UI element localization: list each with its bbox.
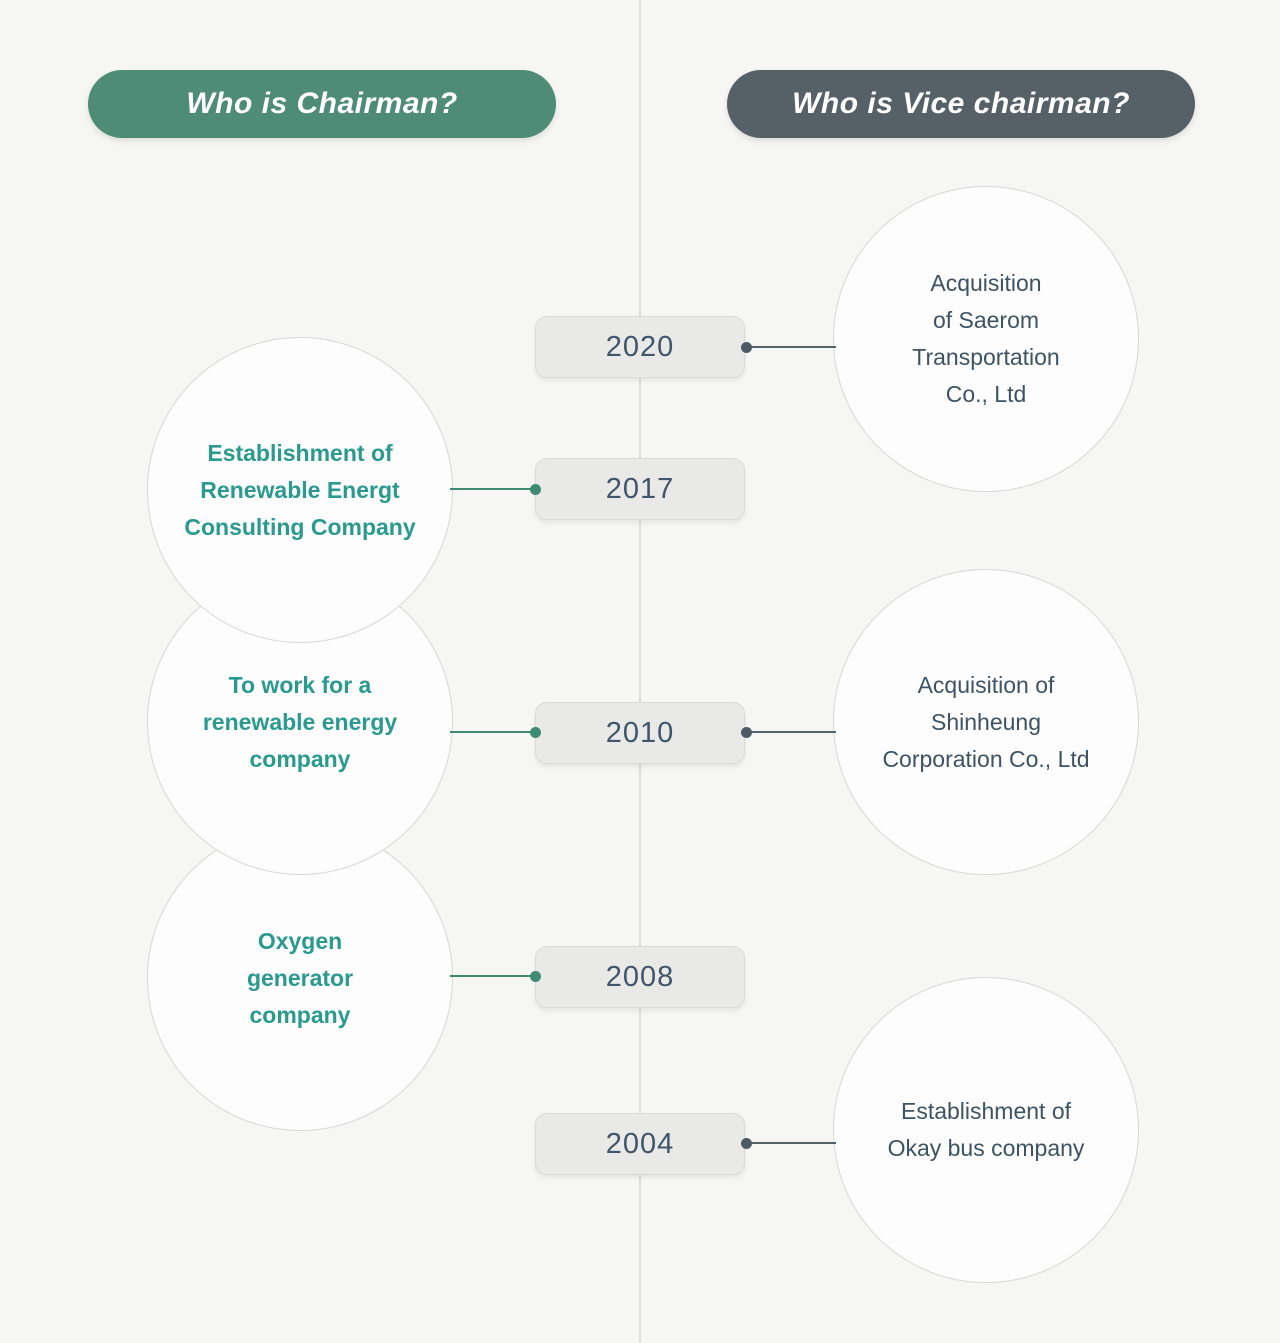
event-text-work-renewable-energy: To work for a renewable energy company: [202, 671, 398, 772]
connector-2017-left: [450, 488, 536, 490]
event-circle-saerom-acquisition: Acquisition of Saerom Transportation Co.…: [833, 186, 1139, 492]
connector-2008-left: [450, 975, 536, 977]
year-box-2020: 2020: [535, 316, 745, 378]
event-text-saerom-acquisition: Acquisition of Saerom Transportation Co.…: [912, 270, 1060, 407]
connector-dot-2017: [530, 484, 541, 495]
year-box-2008: 2008: [535, 946, 745, 1008]
event-circle-okay-bus: Establishment of Okay bus company: [833, 977, 1139, 1283]
year-label-2008: 2008: [605, 960, 675, 993]
vice-chairman-header-label: Who is Vice chairman?: [792, 87, 1130, 120]
timeline-axis: [639, 0, 641, 1343]
event-text-oxygen-generator: Oxygen generator company: [246, 927, 354, 1028]
vice-chairman-header-pill: Who is Vice chairman?: [727, 70, 1195, 138]
connector-dot-2020: [741, 342, 752, 353]
year-label-2017: 2017: [605, 472, 675, 505]
connector-2004-right: [746, 1142, 836, 1144]
event-circle-shinheung-acquisition: Acquisition of Shinheung Corporation Co.…: [833, 569, 1139, 875]
year-box-2004: 2004: [535, 1113, 745, 1175]
event-text-shinheung-acquisition: Acquisition of Shinheung Corporation Co.…: [882, 671, 1090, 772]
connector-dot-2010-left: [530, 727, 541, 738]
event-circle-oxygen-generator: Oxygen generator company: [147, 825, 453, 1131]
chairman-header-pill: Who is Chairman?: [88, 70, 556, 138]
year-box-2017: 2017: [535, 458, 745, 520]
event-circle-renewable-consulting: Establishment of Renewable Energt Consul…: [147, 337, 453, 643]
chairman-header-label: Who is Chairman?: [186, 87, 458, 120]
connector-dot-2004: [741, 1138, 752, 1149]
year-label-2010: 2010: [605, 716, 675, 749]
year-label-2004: 2004: [605, 1127, 675, 1160]
connector-dot-2008: [530, 971, 541, 982]
event-circle-work-renewable-energy: To work for a renewable energy company: [147, 569, 453, 875]
year-box-2010: 2010: [535, 702, 745, 764]
connector-2010-right: [746, 731, 836, 733]
connector-dot-2010-right: [741, 727, 752, 738]
connector-2010-left: [450, 731, 536, 733]
event-text-renewable-consulting: Establishment of Renewable Energt Consul…: [184, 439, 416, 540]
event-text-okay-bus: Establishment of Okay bus company: [887, 1098, 1085, 1161]
year-label-2020: 2020: [605, 330, 675, 363]
connector-2020-right: [746, 346, 836, 348]
